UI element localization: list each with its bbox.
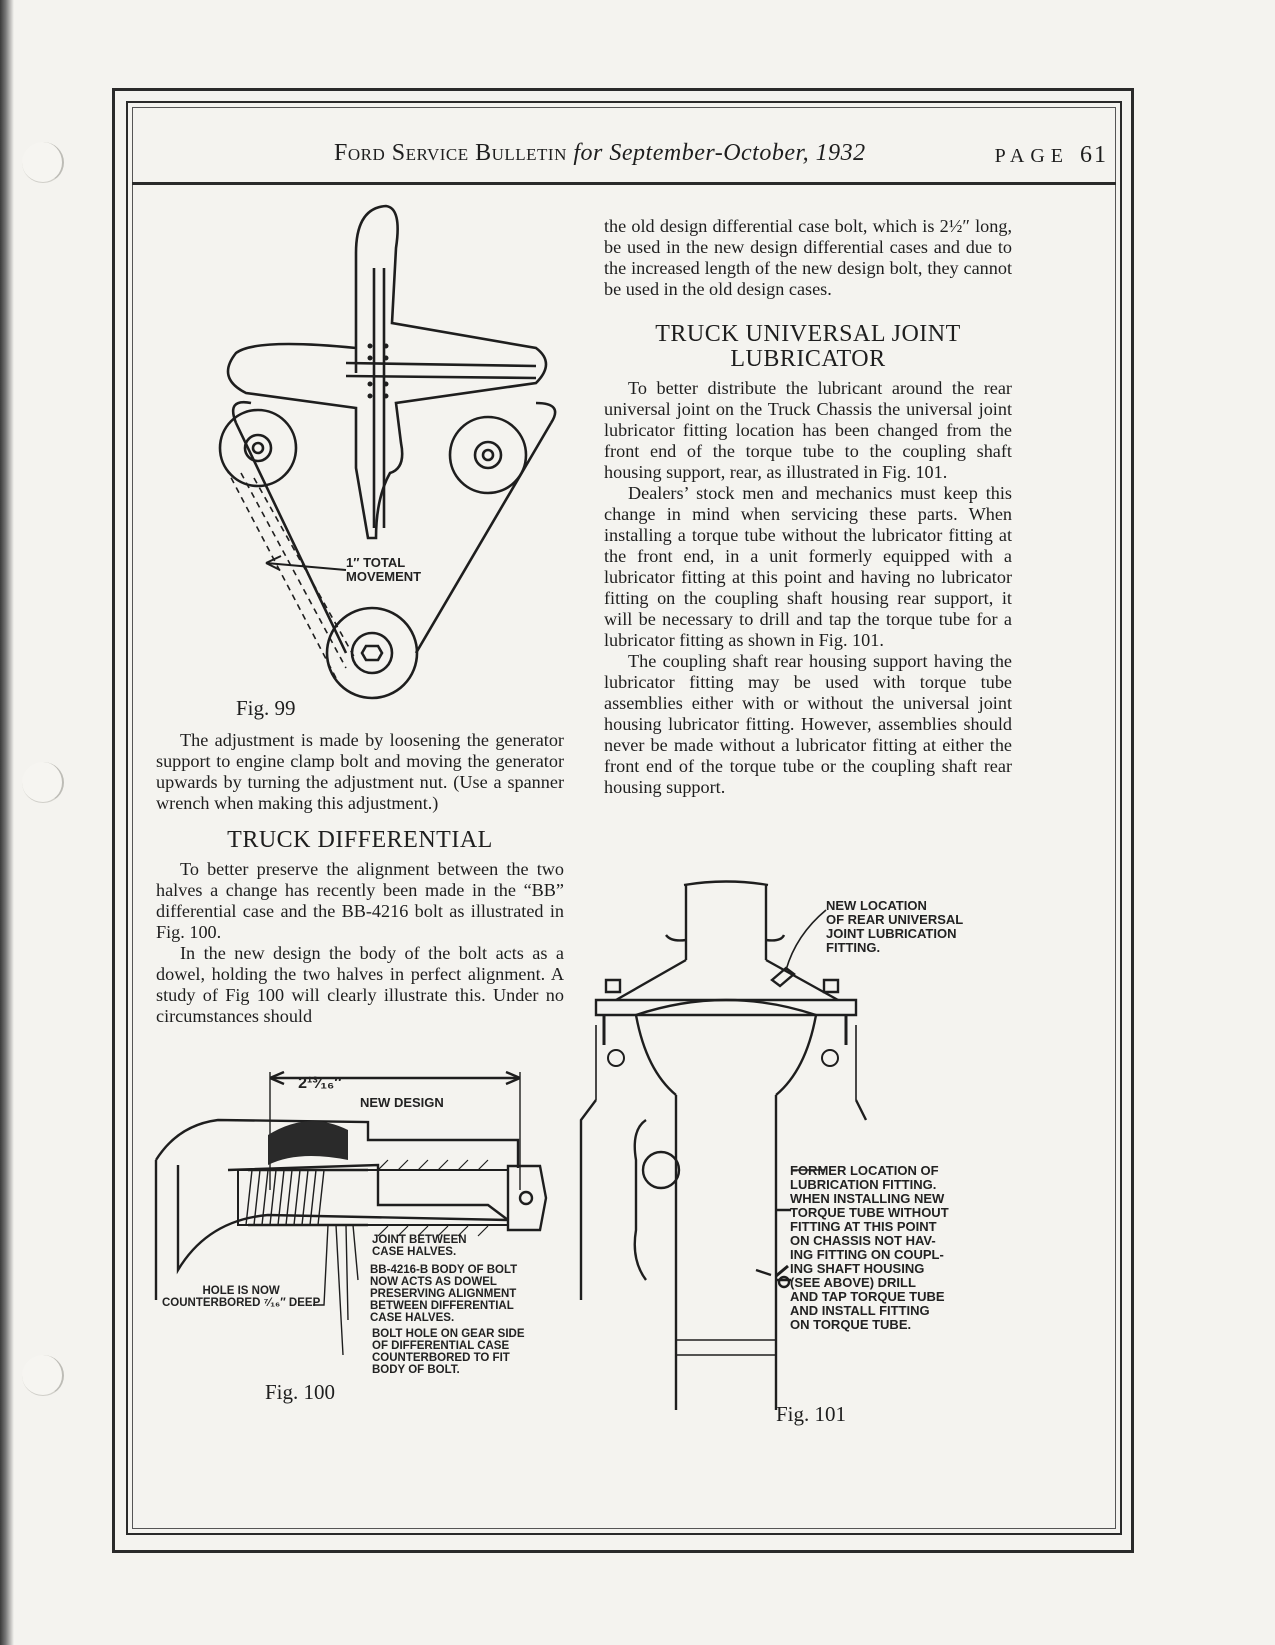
fig-100-dimension: 2¹³⁄₁₆″ xyxy=(298,1075,342,1092)
fig-101-callout-new-location: NEW LOCATION OF REAR UNIVERSAL JOINT LUB… xyxy=(826,898,964,955)
ujoint-paragraph-1: To better distribute the lubricant aroun… xyxy=(604,378,1012,482)
header-rule xyxy=(132,182,1116,185)
punch-hole xyxy=(22,1355,64,1396)
page-label: PAGE xyxy=(994,145,1069,167)
fig-99-label: Fig. 99 xyxy=(236,696,296,720)
fig-100-callout-bolt-body: BB-4216-B BODY OF BOLT NOW ACTS AS DOWEL… xyxy=(370,1264,518,1324)
continuation-paragraph: the old design differential case bolt, w… xyxy=(604,216,1012,299)
running-header: Ford Service Bulletin for September-Octo… xyxy=(138,140,1108,176)
fig-99-callout-total-movement: 1″ TOTAL MOVEMENT xyxy=(346,555,422,584)
publication-name: Ford Service Bulletin xyxy=(334,140,567,166)
page-number-value: 61 xyxy=(1080,142,1108,168)
page-border-inner-2 xyxy=(132,107,1116,1529)
fig-100-drawing xyxy=(154,1070,548,1356)
right-column: the old design differential case bolt, w… xyxy=(604,216,1012,798)
punch-hole xyxy=(22,142,64,183)
page-border-inner xyxy=(126,101,1122,1535)
fig-101-label: Fig. 101 xyxy=(776,1402,847,1426)
fig-100-callout-gear-side: BOLT HOLE ON GEAR SIDE OF DIFFERENTIAL C… xyxy=(372,1328,525,1376)
binding-edge xyxy=(0,0,14,1645)
ujoint-heading-line-1: TRUCK UNIVERSAL JOINT xyxy=(655,321,961,347)
fig-100-callout-hole: HOLE IS NOW COUNTERBORED ⁷⁄₁₆″ DEEP xyxy=(162,1285,321,1309)
fig-101-drawing xyxy=(579,880,868,1410)
differential-paragraph-2: In the new design the body of the bolt a… xyxy=(156,943,564,1026)
ujoint-paragraph-2: Dealers’ stock men and mechanics must ke… xyxy=(604,483,1012,650)
fig-100-label: Fig. 100 xyxy=(265,1380,336,1404)
page-number: PAGE 61 xyxy=(995,142,1108,169)
adjustment-paragraph: The adjustment is made by loosening the … xyxy=(156,730,564,813)
ujoint-heading-line-2: LUBRICATOR xyxy=(730,346,886,372)
ujoint-heading: TRUCK UNIVERSAL JOINT LUBRICATOR xyxy=(604,322,1012,372)
fig-100-new-design-label: NEW DESIGN xyxy=(360,1095,444,1110)
truck-differential-heading: TRUCK DIFFERENTIAL xyxy=(227,827,493,853)
bulletin-title: Ford Service Bulletin for September-Octo… xyxy=(334,140,866,167)
ujoint-paragraph-3: The coupling shaft rear housing support … xyxy=(604,651,1012,797)
fig-99-drawing xyxy=(218,204,557,700)
differential-paragraph-1: To better preserve the alignment between… xyxy=(156,859,564,942)
left-column: The adjustment is made by loosening the … xyxy=(156,730,564,1027)
page-border-outer xyxy=(112,88,1134,1553)
fig-101-callout-former-location: FORMER LOCATION OF LUBRICATION FITTING. … xyxy=(790,1163,949,1332)
fig-100-callout-joint: JOINT BETWEEN CASE HALVES. xyxy=(372,1234,467,1258)
punch-hole xyxy=(22,762,64,803)
issue-date: for September-October, 1932 xyxy=(573,140,866,166)
